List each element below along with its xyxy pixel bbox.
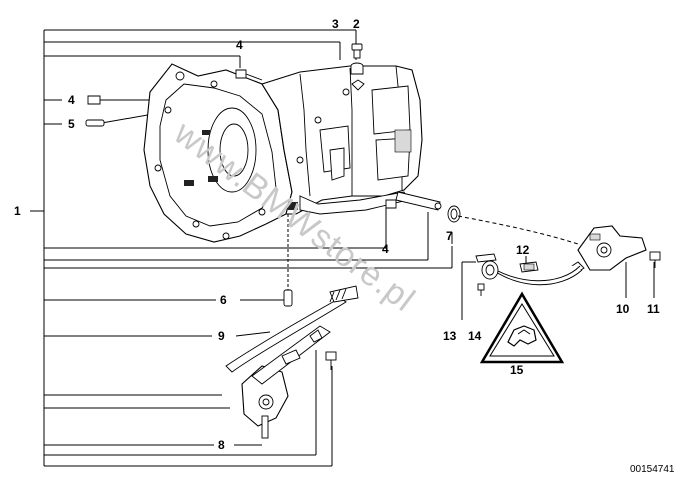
- part-4-bolts: [87, 69, 397, 209]
- part-13-plug: [475, 253, 499, 296]
- label-3: 3: [332, 17, 339, 31]
- transmission-housing: [143, 63, 423, 243]
- part-10-position-switch: [571, 225, 647, 273]
- label-14: 14: [468, 329, 482, 343]
- label-11: 11: [647, 302, 660, 316]
- callout-labels: 1 2 3 4 4 4 5 6 7 8 9 10 11 12 13 14 15 …: [14, 17, 675, 475]
- label-10: 10: [616, 302, 630, 316]
- label-1: 1: [14, 204, 21, 218]
- lever-bolt: [325, 351, 337, 370]
- cable-harness: [457, 215, 583, 286]
- part-12-connector: [519, 261, 539, 273]
- part-7-seal-ring: [447, 205, 461, 223]
- label-15: 15: [510, 363, 524, 377]
- selector-shaft: [395, 191, 442, 211]
- label-12: 12: [516, 243, 530, 257]
- label-2: 2: [353, 17, 360, 31]
- part-11-bolt: [649, 251, 661, 268]
- label-5: 5: [68, 117, 75, 131]
- part-2-plug: [350, 43, 365, 91]
- label-4-left: 4: [68, 93, 75, 107]
- part-6-pin: [283, 214, 293, 307]
- leader-lines: [30, 29, 655, 467]
- part-14-warning-label: [479, 291, 565, 364]
- image-id: 00154741: [630, 464, 675, 475]
- label-7: 7: [446, 229, 453, 243]
- label-4-top: 4: [236, 38, 243, 52]
- label-13: 13: [443, 329, 457, 343]
- part-9-selector-rod: [225, 285, 359, 373]
- label-9: 9: [218, 329, 225, 343]
- label-8: 8: [218, 438, 225, 452]
- label-6: 6: [220, 293, 227, 307]
- label-4-bottom: 4: [382, 242, 389, 256]
- part-8-selector-lever: [241, 325, 331, 439]
- part-5-pin: [85, 119, 105, 127]
